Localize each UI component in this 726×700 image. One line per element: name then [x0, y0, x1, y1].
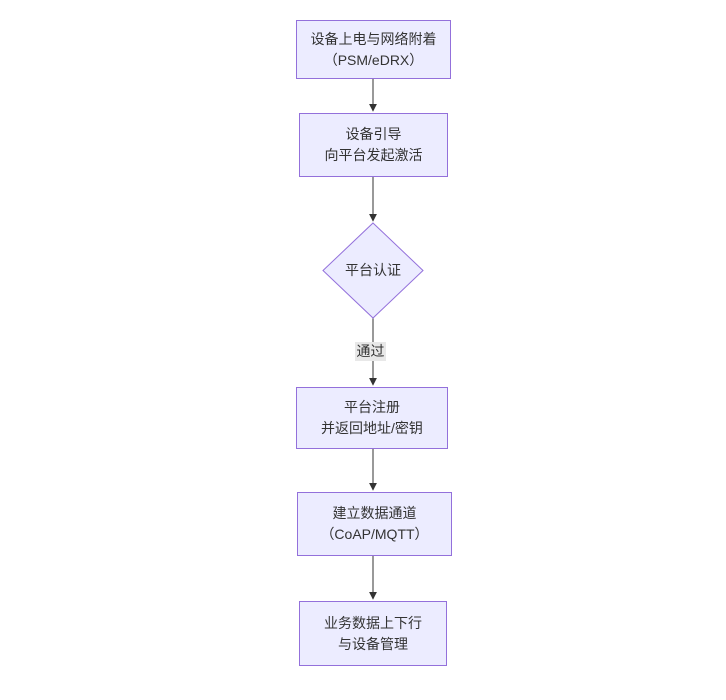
node-data-channel-line2: （CoAP/MQTT） [320, 526, 429, 542]
node-business-data-line1: 业务数据上下行 [324, 614, 422, 631]
node-data-channel: 建立数据通道 （CoAP/MQTT） [297, 492, 452, 556]
node-platform-register-line2: 并返回地址/密钥 [321, 420, 423, 436]
node-bootstrap: 设备引导 向平台发起激活 [299, 113, 448, 177]
decision-diamond [322, 222, 424, 319]
node-bootstrap-line2: 向平台发起激活 [324, 147, 423, 163]
decision-platform-auth-label: 平台认证 [345, 262, 401, 278]
node-business-data: 业务数据上下行 与设备管理 [299, 601, 447, 666]
node-data-channel-line1: 建立数据通道 [332, 505, 417, 521]
node-power-attach: 设备上电与网络附着 （PSM/eDRX） [296, 20, 451, 79]
node-business-data-line2: 与设备管理 [338, 635, 408, 652]
node-platform-register-line1: 平台注册 [344, 399, 400, 415]
node-power-attach-line2: （PSM/eDRX） [323, 51, 424, 68]
node-power-attach-line1: 设备上电与网络附着 [310, 30, 437, 47]
edge-label-pass: 通过 [355, 342, 386, 361]
node-bootstrap-line1: 设备引导 [345, 126, 402, 142]
node-platform-register: 平台注册 并返回地址/密钥 [296, 387, 448, 449]
